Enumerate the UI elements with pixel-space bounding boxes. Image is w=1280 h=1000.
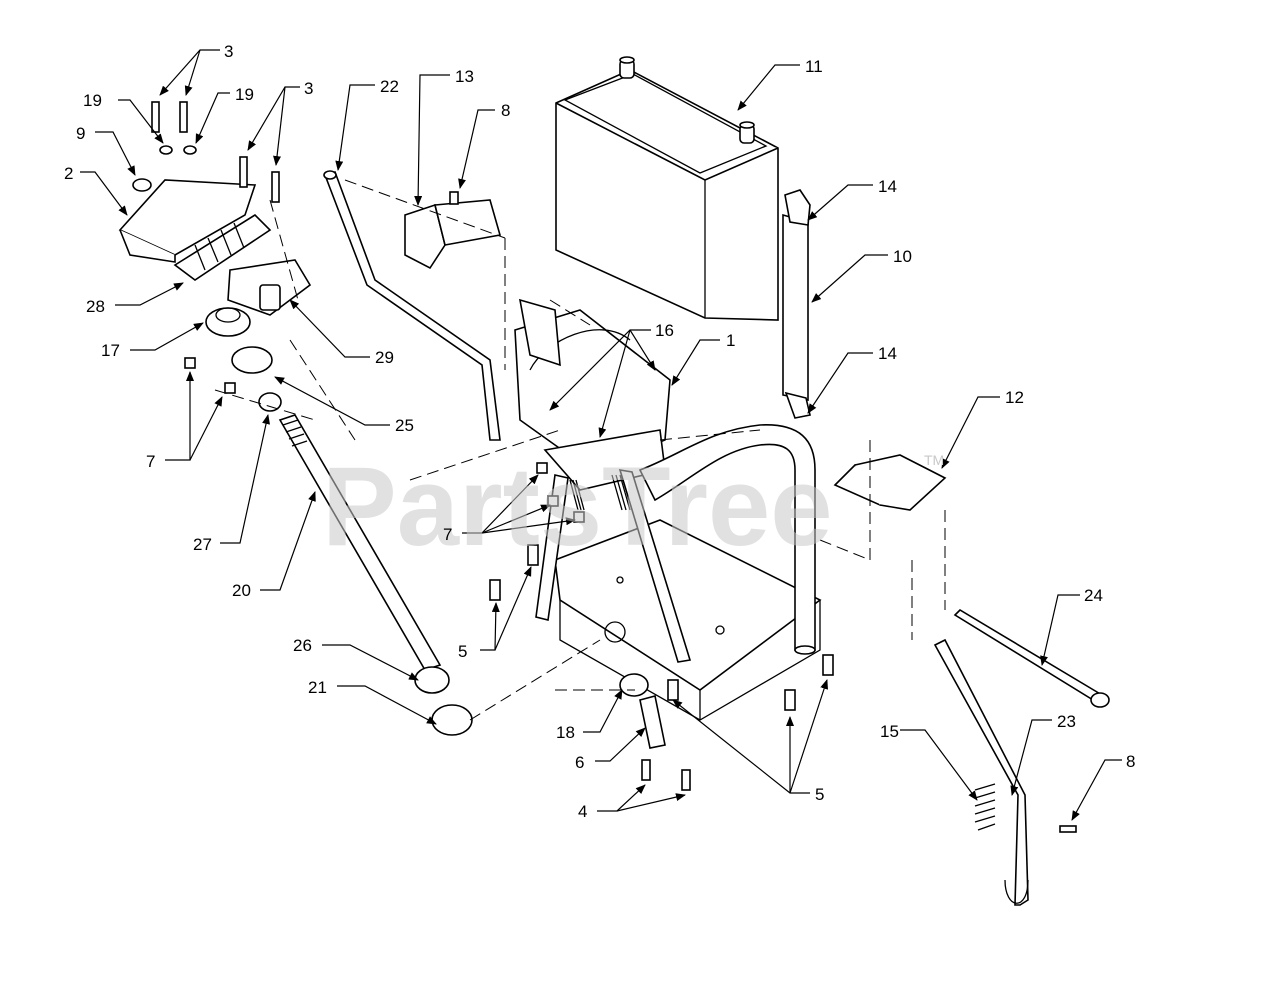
callout-22: 22 [380,77,399,96]
callout-13: 13 [455,67,474,86]
callout-9: 9 [76,124,85,143]
watermark: PartsTree [322,444,833,569]
callout-19: 19 [235,85,254,104]
callout-11: 11 [805,57,823,76]
frame-tube [638,424,816,655]
callouts: 3 3 19 19 9 2 22 13 8 11 14 10 28 17 29 … [64,42,1135,821]
callout-4: 4 [578,802,587,821]
callout-26: 26 [293,636,312,655]
callout-17: 17 [101,341,120,360]
callout-27: 27 [193,535,212,554]
callout-3: 3 [304,79,313,98]
callout-8: 8 [501,101,510,120]
callout-28: 28 [86,297,105,316]
callout-18: 18 [556,723,575,742]
battery-strap [782,189,811,419]
callout-3: 3 [224,42,233,61]
lever-23 [933,638,1029,906]
callout-5: 5 [815,785,824,804]
callout-15: 15 [880,722,899,741]
battery [555,56,779,321]
assembly-lines [214,179,946,721]
callout-1: 1 [726,331,735,350]
callout-7: 7 [146,452,155,471]
support-legs [535,468,692,663]
callout-19: 19 [83,91,102,110]
callout-12: 12 [1005,388,1024,407]
callout-16: 16 [655,321,674,340]
callout-5: 5 [458,642,467,661]
shift-rod [323,170,501,441]
callout-29: 29 [375,348,394,367]
callout-20: 20 [232,581,251,600]
handle-rod [278,414,473,736]
callout-14: 14 [878,344,897,363]
callout-14: 14 [878,177,897,196]
release-bracket [833,454,947,511]
pivot-bracket [404,199,502,270]
callout-7: 7 [443,525,452,544]
fasteners [151,101,1077,833]
callout-8: 8 [1126,752,1135,771]
battery-tray [514,298,822,721]
callout-23: 23 [1057,712,1076,731]
callout-10: 10 [893,247,912,266]
rod-24 [953,608,1110,708]
callout-21: 21 [308,678,327,697]
watermark-trademark: TM [924,452,944,468]
leader-lines [80,49,1122,821]
callout-6: 6 [575,753,584,772]
callout-24: 24 [1084,586,1103,605]
control-housing [118,178,312,316]
knobs [205,307,282,412]
callout-2: 2 [64,164,73,183]
callout-25: 25 [395,416,414,435]
